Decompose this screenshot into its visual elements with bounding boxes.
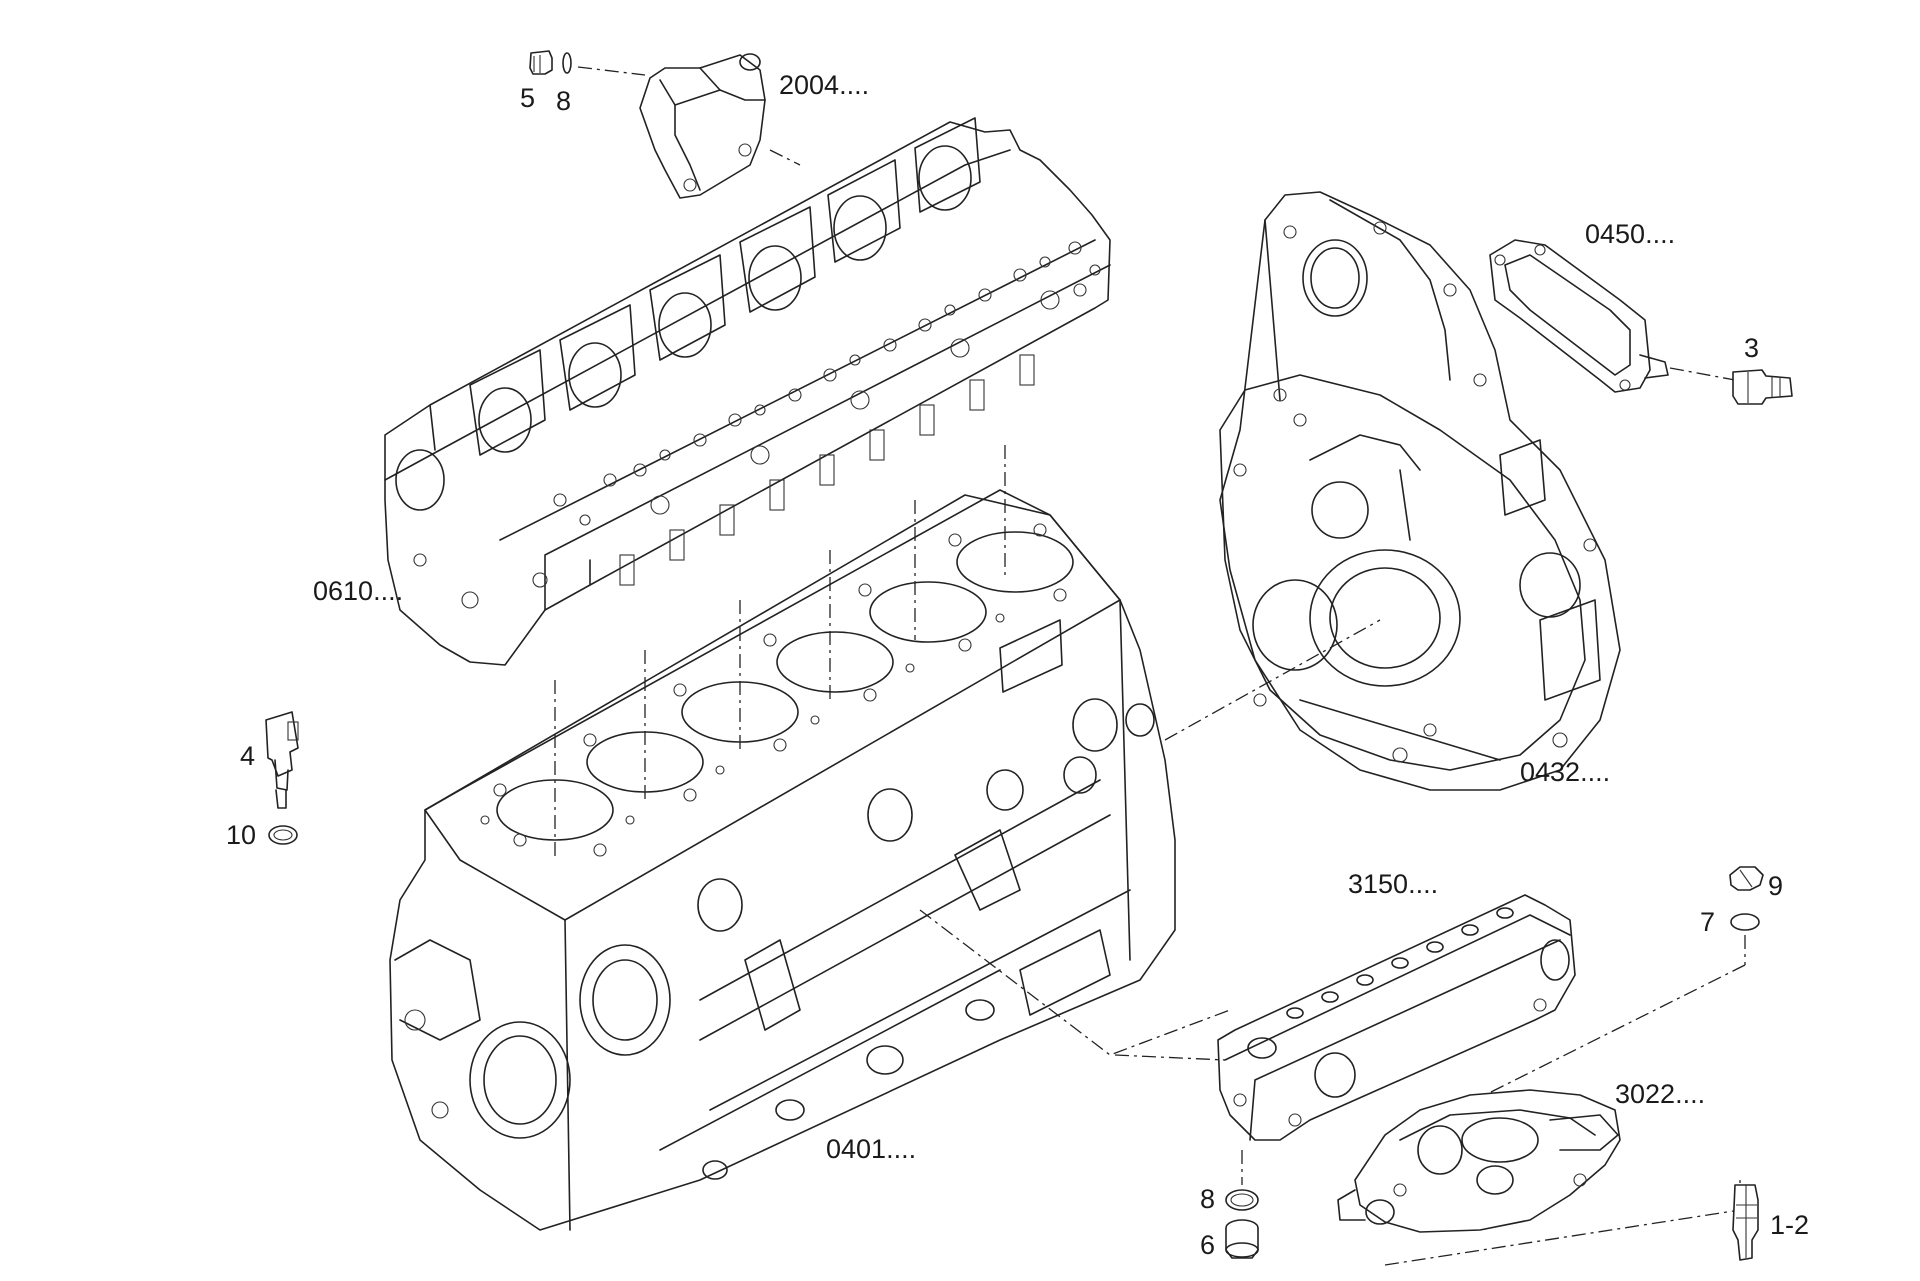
sensor-3-drawing (1732, 369, 1793, 405)
ring-10-drawing (268, 825, 298, 845)
plug-5-drawing (529, 50, 553, 75)
label-8-top: 8 (556, 86, 571, 116)
sensor-1-2-drawing (1732, 1184, 1759, 1261)
ring-8-top-drawing (562, 52, 572, 74)
flywheel-housing-drawing (1219, 191, 1621, 791)
label-9: 9 (1768, 871, 1783, 901)
label-0432: 0432.... (1520, 757, 1610, 787)
label-7: 7 (1700, 907, 1715, 937)
label-0450: 0450.... (1585, 219, 1675, 249)
oil-cooler-3150-drawing (1217, 894, 1576, 1141)
label-10: 10 (226, 820, 256, 850)
label-1-2: 1-2 (1770, 1210, 1809, 1240)
ring-8-bottom-drawing (1225, 1189, 1259, 1211)
ring-7-drawing (1730, 913, 1760, 931)
label-3: 3 (1744, 333, 1759, 363)
label-2004: 2004.... (779, 70, 869, 100)
label-3022: 3022.... (1615, 1079, 1705, 1109)
filter-housing-3022-drawing (1337, 1089, 1621, 1233)
cylinder-head-drawing (384, 117, 1111, 666)
label-6: 6 (1200, 1230, 1215, 1260)
cover-0450-drawing (1489, 239, 1669, 393)
label-4: 4 (240, 741, 255, 771)
label-3150: 3150.... (1348, 869, 1438, 899)
plug-6-drawing (1225, 1219, 1259, 1259)
sensor-4-drawing (265, 711, 299, 809)
housing-2004-drawing (639, 53, 766, 199)
label-0401: 0401.... (826, 1134, 916, 1164)
label-0610: 0610.... (313, 576, 403, 606)
crankcase-drawing (389, 489, 1176, 1231)
label-8-bottom: 8 (1200, 1184, 1215, 1214)
label-5: 5 (520, 83, 535, 113)
plug-9-drawing (1729, 866, 1764, 891)
